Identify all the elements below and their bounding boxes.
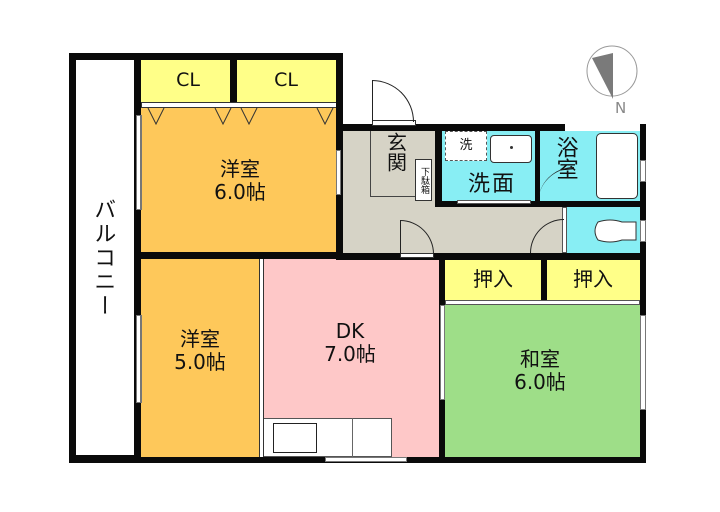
toilet-icon <box>594 219 637 243</box>
oshiire-2 <box>547 260 640 302</box>
western-room-6-name: 洋室 <box>220 157 260 181</box>
wall-bath-left <box>535 124 540 202</box>
window-western-5-balcony <box>136 315 141 403</box>
closet-divider <box>230 53 237 106</box>
oshiire-1-label: 押入 <box>473 267 513 291</box>
window-western-6-right <box>336 150 341 195</box>
western-room-5 <box>141 259 260 457</box>
entrance-door-swing-icon <box>372 80 414 122</box>
wall-washroom-bottom <box>435 201 565 207</box>
wall-right <box>640 124 646 462</box>
shoe-box: 下駄箱 <box>415 159 432 201</box>
western-room-5-label: 洋室 5.0帖 <box>150 328 250 374</box>
western-room-5-name: 洋室 <box>180 327 220 351</box>
dk-room-name: DK <box>335 319 365 343</box>
window-western-6-balcony <box>136 115 141 210</box>
wall-mid-left <box>137 252 342 259</box>
western-room-5-size: 5.0帖 <box>174 350 226 374</box>
dk-room-label: DK 7.0帖 <box>300 320 400 366</box>
washer-label: 洗 <box>459 138 473 153</box>
western-room-6-size: 6.0帖 <box>214 180 266 204</box>
window-toilet <box>640 220 646 242</box>
kitchen-sink <box>273 423 317 453</box>
oshiire-1 <box>445 260 541 302</box>
wall-hall-bottom <box>336 253 645 260</box>
north-label: N <box>615 99 627 117</box>
washer-space: 洗 <box>445 131 487 161</box>
bathtub <box>596 133 638 199</box>
closet-1 <box>141 53 237 103</box>
oshiire-2-label: 押入 <box>573 267 613 291</box>
window-bath <box>640 160 646 182</box>
wall-toilet-top <box>560 201 645 207</box>
washroom-label: 洗面 <box>467 172 516 197</box>
sliding-door-western-dk <box>259 259 264 457</box>
entrance <box>370 131 420 197</box>
entrance-label: 玄関 <box>375 132 415 172</box>
closet-2 <box>237 53 340 103</box>
balcony-label: バルコニー <box>90 198 116 318</box>
wall-oshiire-divider <box>541 259 547 305</box>
japanese-room <box>445 305 640 457</box>
washbasin <box>490 135 532 163</box>
shoe-box-label: 下駄箱 <box>419 166 429 194</box>
north-compass <box>585 44 639 100</box>
closet-1-label: CL <box>176 69 200 91</box>
window-japanese-right <box>640 315 646 410</box>
kitchen-stove-divider <box>352 418 353 457</box>
closet-2-label: CL <box>274 69 298 91</box>
western-room-6-label: 洋室 6.0帖 <box>180 158 300 204</box>
wall-balcony-right <box>134 53 141 462</box>
kitchen-counter <box>264 418 392 457</box>
balcony <box>69 53 141 462</box>
closet-door-swing-icon <box>147 108 334 126</box>
dk-room-size: 7.0帖 <box>324 342 376 366</box>
wall-washroom-left <box>435 124 442 206</box>
japanese-room-name: 和室 <box>520 347 560 371</box>
window-dk-bottom-strip <box>325 457 407 462</box>
washroom-door <box>457 200 531 204</box>
western-room-6 <box>141 108 336 252</box>
oshiire-door-strip <box>445 300 640 305</box>
north-compass-icon <box>586 45 638 99</box>
japanese-room-label: 和室 6.0帖 <box>490 348 590 394</box>
washbasin-drain <box>510 146 513 149</box>
window-japanese-left <box>440 305 445 400</box>
japanese-room-size: 6.0帖 <box>514 370 566 394</box>
entrance-label-text: 玄関 <box>383 132 408 172</box>
